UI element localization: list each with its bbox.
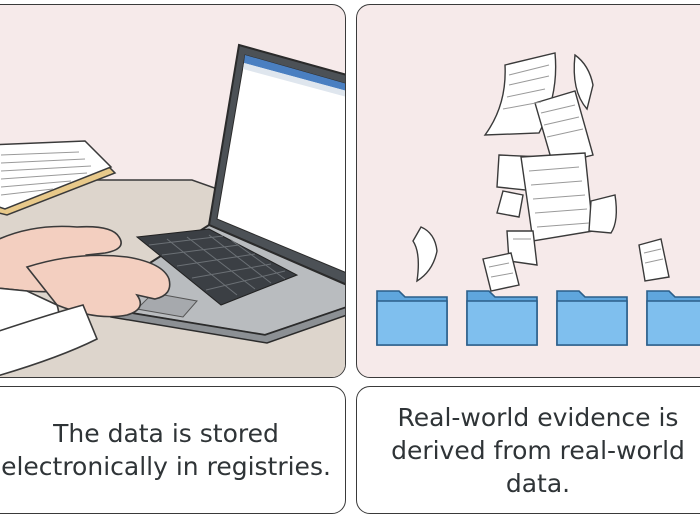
paper-stack-icon bbox=[0, 140, 117, 216]
folder-icon bbox=[376, 290, 700, 346]
caption-panel-left: The data is stored electronically in reg… bbox=[0, 386, 346, 514]
illustration-panel-right bbox=[356, 4, 700, 378]
laptop-typing-illustration bbox=[0, 43, 345, 377]
illustration-panel-left bbox=[0, 4, 346, 378]
caption-panel-right: Real-world evidence is derived from real… bbox=[356, 386, 700, 514]
caption-text-right: Real-world evidence is derived from real… bbox=[391, 402, 685, 498]
papers-and-folders-illustration bbox=[376, 52, 700, 346]
floating-paper-icon bbox=[412, 52, 670, 292]
typing-hands-icon bbox=[0, 225, 171, 377]
laptop-icon bbox=[95, 43, 345, 344]
caption-text-left: The data is stored electronically in reg… bbox=[1, 419, 331, 481]
